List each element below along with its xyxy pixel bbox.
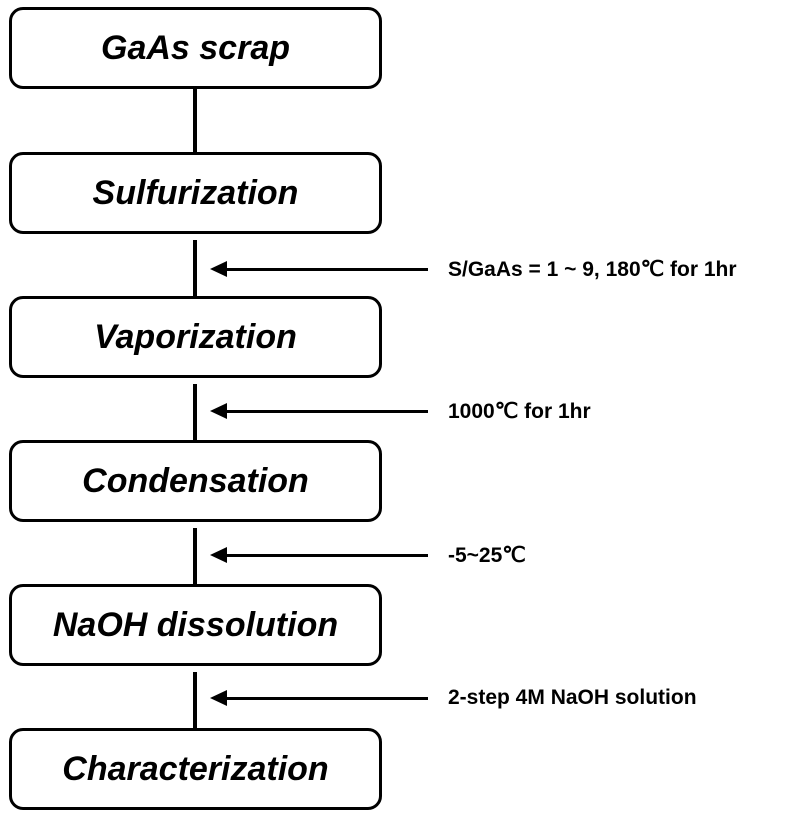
step-box-gaas-scrap: GaAs scrap xyxy=(9,7,382,89)
connector-line xyxy=(193,528,197,586)
left-arrow-icon xyxy=(210,689,428,709)
left-arrow-icon xyxy=(210,546,428,566)
step-box-characterization: Characterization xyxy=(9,728,382,810)
step-label: NaOH dissolution xyxy=(52,605,339,644)
connector-line xyxy=(193,240,197,298)
arrow-shaft xyxy=(222,697,428,700)
step-box-naoh-dissolution: NaOH dissolution xyxy=(9,584,382,666)
step-label: Characterization xyxy=(62,749,329,788)
step-label: Condensation xyxy=(82,461,309,500)
step-box-condensation: Condensation xyxy=(9,440,382,522)
arrow-head xyxy=(210,690,227,706)
condition-label-sulfurization: S/GaAs = 1 ~ 9, 180℃ for 1hr xyxy=(448,258,737,281)
condition-label-naoh: 2-step 4M NaOH solution xyxy=(448,686,697,709)
connector-line xyxy=(193,384,197,442)
step-label: Vaporization xyxy=(94,317,297,356)
connector-line xyxy=(193,88,197,154)
arrow-shaft xyxy=(222,410,428,413)
step-box-vaporization: Vaporization xyxy=(9,296,382,378)
arrow-head xyxy=(210,261,227,277)
step-box-sulfurization: Sulfurization xyxy=(9,152,382,234)
step-label: GaAs scrap xyxy=(101,28,290,67)
arrow-head xyxy=(210,547,227,563)
left-arrow-icon xyxy=(210,402,428,422)
step-label: Sulfurization xyxy=(92,173,299,212)
connector-line xyxy=(193,672,197,730)
arrow-shaft xyxy=(222,268,428,271)
condition-label-condensation: -5~25℃ xyxy=(448,544,526,567)
arrow-head xyxy=(210,403,227,419)
left-arrow-icon xyxy=(210,260,428,280)
arrow-shaft xyxy=(222,554,428,557)
condition-label-vaporization: 1000℃ for 1hr xyxy=(448,400,591,423)
